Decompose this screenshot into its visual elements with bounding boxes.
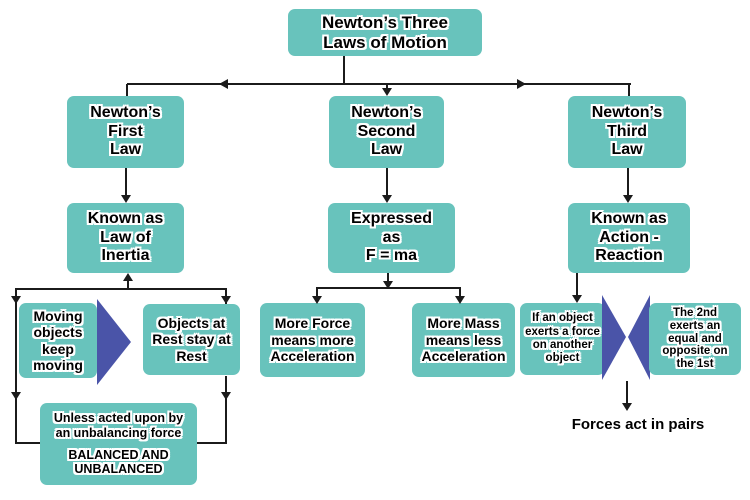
unless-balanced-box: Unless acted upon by an unbalancing forc… (40, 403, 197, 485)
expressed-fma-box: Expressed as F = ma (328, 203, 455, 273)
second-law-left-drop (316, 288, 318, 297)
second-exerts-box: The 2nd exerts an equal and opposite on … (649, 303, 741, 375)
arrow-down-icon (221, 392, 231, 400)
first-law-right-elbow (195, 442, 227, 444)
connector-top-rail (127, 83, 631, 85)
arrow-down-icon (221, 296, 231, 304)
arrow-down-icon (455, 296, 465, 304)
arrow-left-icon (219, 79, 228, 89)
connector-third-to-actionreaction (627, 168, 629, 196)
arrow-right-icon (517, 79, 526, 89)
connector-drop-second (386, 84, 388, 90)
known-as-action-reaction-box: Known as Action - Reaction (568, 203, 690, 273)
connector-up-to-inertia (127, 281, 129, 289)
third-law-box: Newton’s Third Law (568, 96, 686, 168)
first-law-box: Newton’s First Law (67, 96, 184, 168)
moving-objects-box: Moving objects keep moving (19, 303, 97, 378)
connector-expressed-drop (387, 273, 389, 282)
connector-pairs-drop (626, 381, 628, 404)
forces-pairs-caption: Forces act in pairs (571, 416, 705, 433)
second-law-right-drop (459, 288, 461, 297)
arrow-down-icon (622, 403, 632, 411)
balanced-unbalanced-text: BALANCED AND UNBALANCED (68, 447, 169, 477)
arrow-down-icon (623, 195, 633, 203)
more-mass-box: More Mass means less Acceleration (412, 303, 515, 377)
first-law-right-drop-lower (225, 376, 227, 444)
connector-title-drop (343, 55, 345, 84)
connector-first-to-inertia (125, 168, 127, 196)
first-law-left-drop (15, 288, 17, 444)
connector-actionreaction-drop (576, 272, 578, 296)
known-as-inertia-box: Known as Law of Inertia (67, 203, 184, 273)
unless-text: Unless acted upon by an unbalancing forc… (53, 411, 184, 440)
connector-drop-first (126, 84, 128, 97)
arrow-down-icon (572, 295, 582, 303)
facing-triangle-left-icon (602, 295, 626, 380)
more-force-box: More Force means more Acceleration (260, 303, 365, 377)
first-law-left-elbow (15, 442, 42, 444)
second-law-box: Newton’s Second Law (329, 96, 444, 168)
arrow-down-icon (11, 296, 21, 304)
arrow-down-icon (383, 281, 393, 289)
arrow-down-icon (312, 296, 322, 304)
connector-second-to-expressed (386, 168, 388, 196)
arrow-down-icon (382, 195, 392, 203)
arrow-down-icon (121, 195, 131, 203)
right-pointing-triangle-icon (97, 299, 131, 385)
objects-at-rest-box: Objects at Rest stay at Rest (143, 304, 240, 375)
connector-drop-third (628, 84, 630, 97)
arrow-down-icon (382, 88, 392, 96)
arrow-down-icon (11, 392, 21, 400)
arrow-up-icon (123, 273, 133, 281)
first-law-rail (15, 288, 227, 290)
if-object-box: If an object exerts a force on another o… (520, 303, 605, 375)
title-box: Newton’s Three Laws of Motion (288, 9, 482, 56)
facing-triangle-right-icon (628, 295, 650, 380)
